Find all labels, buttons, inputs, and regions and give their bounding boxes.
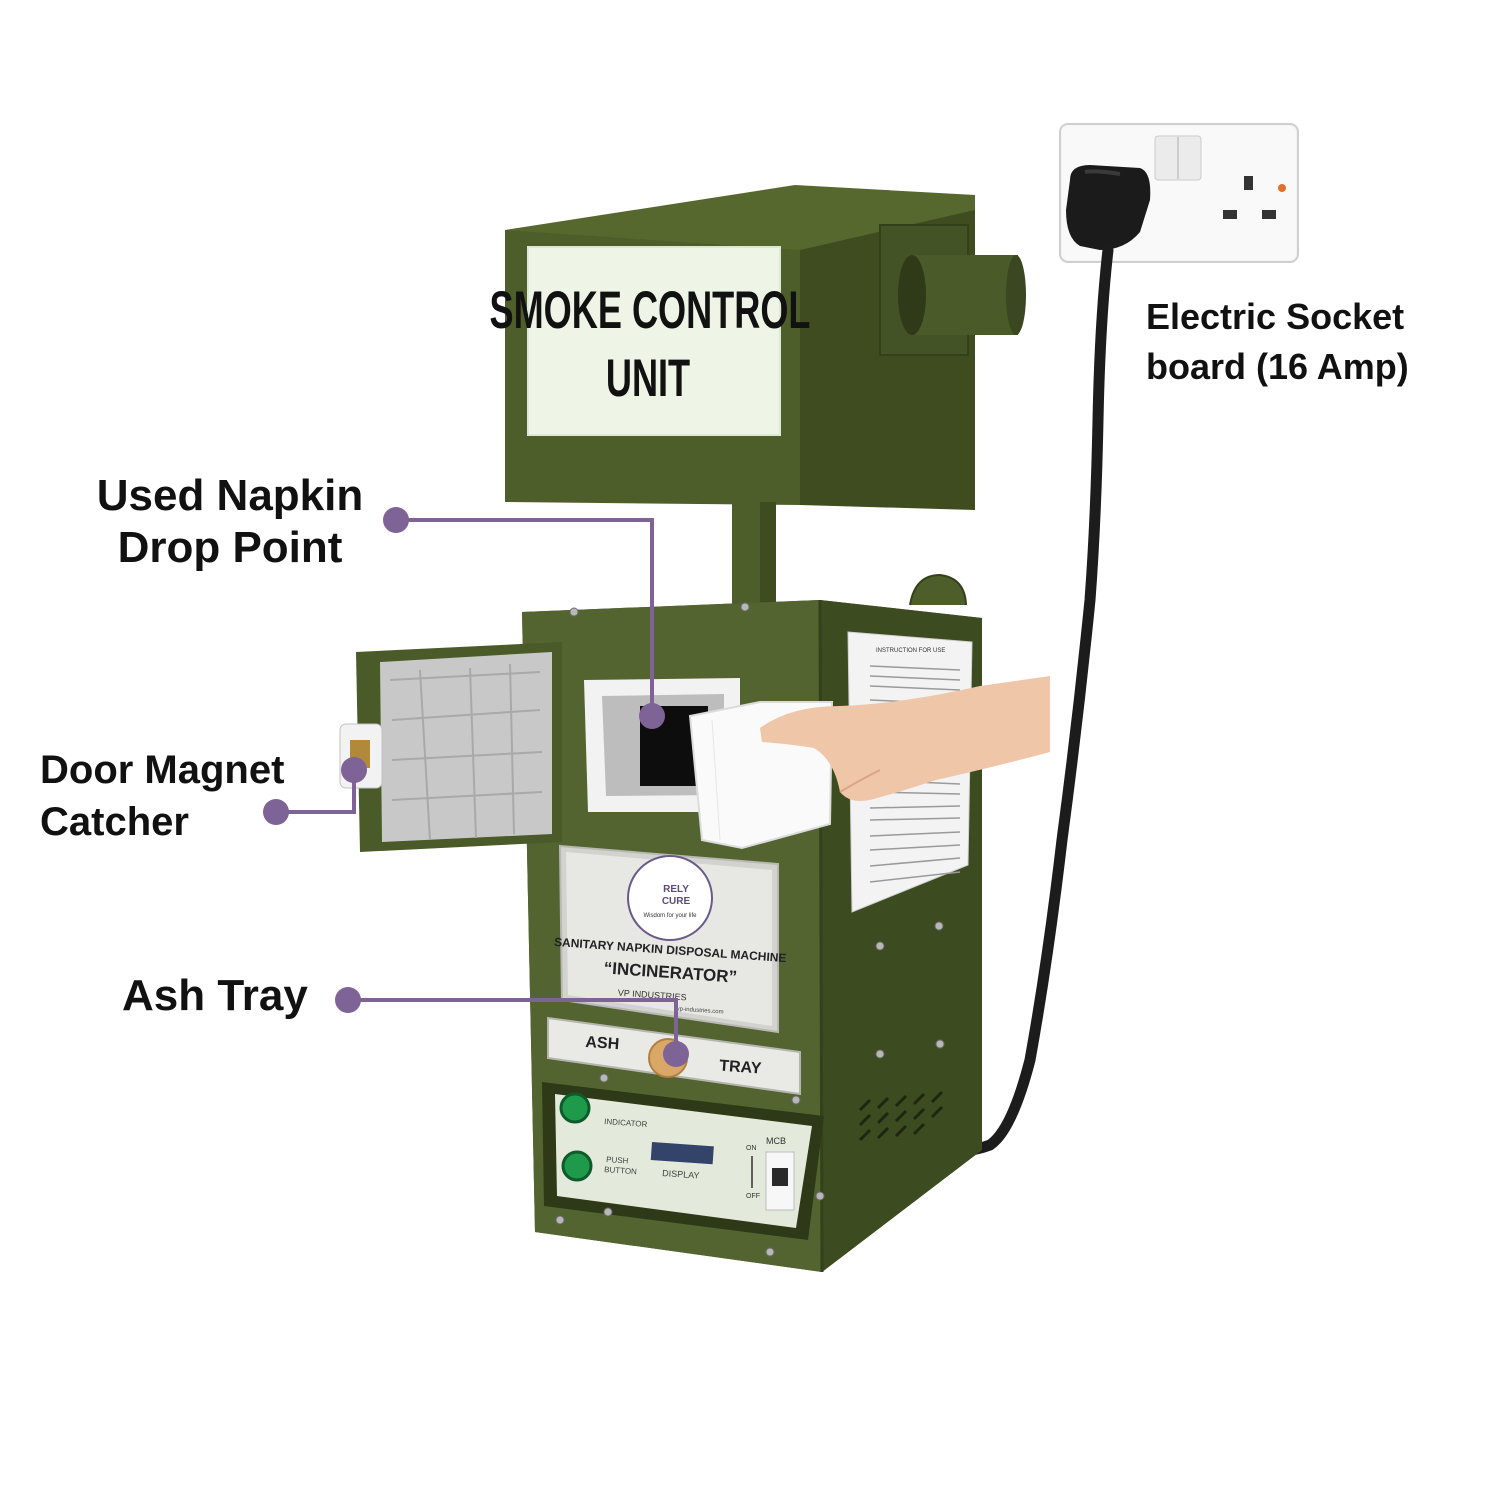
mcb-on-label: ON — [746, 1145, 757, 1152]
ash-tray-label-left: ASH — [585, 1034, 620, 1053]
plug — [1066, 165, 1151, 250]
display-label: DISPLAY — [662, 1168, 700, 1181]
callout-ash-tray: Ash Tray — [122, 970, 342, 1022]
dot-napkin-drop-start — [383, 507, 409, 533]
mcb-label: MCB — [766, 1136, 786, 1146]
chimney-pipe — [732, 502, 776, 610]
callout-door-magnet: Door Magnet Catcher — [40, 744, 310, 848]
callout-socket-line2: board (16 Amp) — [1146, 346, 1409, 388]
push-button-label-1: PUSH — [606, 1155, 629, 1166]
callout-napkin-drop-line2: Drop Point — [117, 522, 343, 572]
push-button — [561, 1150, 593, 1182]
brand-plate: RELY CURE Wisdom for your life SANITARY … — [554, 844, 787, 1034]
dot-door-magnet-end — [341, 757, 367, 783]
control-panel: INDICATOR PUSH BUTTON DISPLAY MCB ON OFF — [542, 1082, 824, 1240]
ash-tray-label-right: TRAY — [719, 1058, 762, 1078]
smoke-unit-sign — [527, 246, 781, 436]
mcb-off-label: OFF — [746, 1193, 760, 1200]
indicator-label: INDICATOR — [604, 1117, 648, 1129]
callout-napkin-drop: Used Napkin Drop Point — [80, 470, 380, 574]
brand-tagline: Wisdom for your life — [643, 913, 697, 919]
smoke-control-unit: SMOKE CONTROL UNIT — [490, 185, 1026, 510]
side-vents — [858, 1090, 944, 1142]
brand-plate-website: vp-industries.com — [676, 1006, 723, 1015]
brand-logo-line1: RELY — [663, 884, 689, 895]
indicator-light — [559, 1092, 591, 1124]
callout-door-magnet-line1: Door Magnet — [40, 748, 285, 792]
leader-door-magnet — [276, 770, 356, 814]
brand-logo — [627, 855, 713, 941]
callout-ash-tray-line1: Ash Tray — [122, 971, 308, 1020]
power-cable — [950, 244, 1114, 1156]
dot-ash-tray-end — [663, 1041, 689, 1067]
display-screen — [650, 1142, 714, 1165]
dot-ash-tray-start — [335, 987, 361, 1013]
dot-napkin-drop-end — [639, 703, 665, 729]
push-button-label-2: BUTTON — [604, 1165, 638, 1176]
dot-door-magnet-start — [263, 799, 289, 825]
callout-door-magnet-line2: Catcher — [40, 800, 189, 844]
callout-leaders — [276, 518, 678, 1054]
smoke-unit-sign-line1: SMOKE CONTROL — [490, 280, 811, 339]
smoke-unit-sign-line2: UNIT — [606, 348, 691, 407]
hand — [760, 676, 1050, 801]
callout-napkin-drop-line1: Used Napkin — [96, 471, 364, 520]
callout-socket-line1: Electric Socket — [1146, 296, 1405, 337]
instruction-card-title: INSTRUCTION FOR USE — [876, 648, 945, 654]
open-door — [339, 642, 562, 852]
callout-dots — [263, 507, 689, 1067]
leader-ash-tray — [348, 998, 678, 1054]
leader-napkin-drop — [396, 518, 654, 716]
screws — [555, 602, 945, 1257]
brand-logo-line2: CURE — [662, 896, 691, 907]
callout-socket: Electric Socket board (16 Amp) — [1146, 292, 1476, 393]
